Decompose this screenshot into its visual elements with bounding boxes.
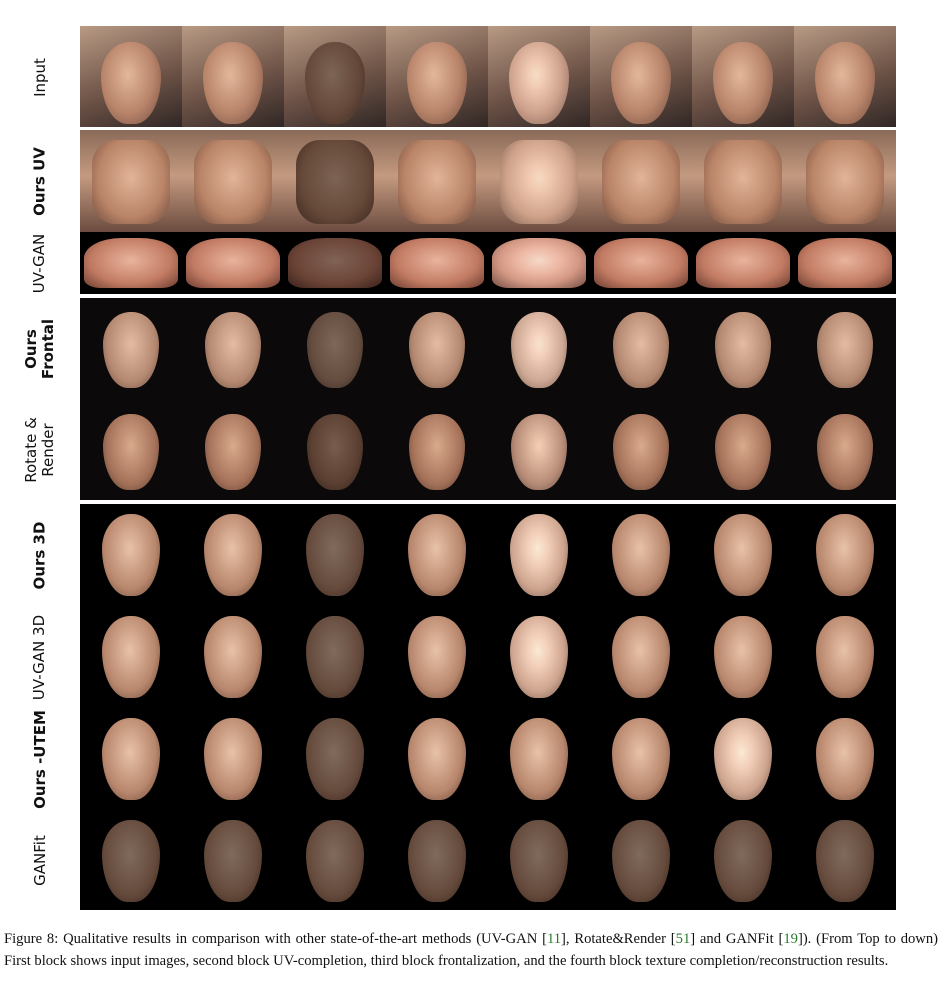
rotate-render-image [488, 400, 590, 500]
ganfit-image [590, 810, 692, 910]
uv-gan-image [794, 232, 896, 294]
uv-gan-3d-image [692, 606, 794, 708]
uv-map-image [488, 130, 590, 232]
row-label-ganfit: GANFit [30, 834, 49, 886]
ours-utem-image [182, 708, 284, 810]
uv-gan-3d-image [794, 606, 896, 708]
row-label-uv-gan-3d: UV-GAN 3D [30, 614, 49, 700]
rotate-render-image [590, 400, 692, 500]
ours-3d-image [284, 504, 386, 606]
row-label-uv-gan: UV-GAN [30, 233, 49, 293]
uv-map-image [794, 130, 896, 232]
row-label-ours-frontal: Ours Frontal [22, 318, 57, 380]
input-image [590, 26, 692, 128]
block-separator [80, 500, 896, 503]
row-ours-utem [80, 708, 896, 810]
input-image [80, 26, 182, 128]
frontal-image [692, 298, 794, 400]
input-image [488, 26, 590, 128]
uv-map-image [284, 130, 386, 232]
rotate-render-image [794, 400, 896, 500]
row-label-ours-uv: Ours UV [30, 146, 49, 216]
frontal-image [488, 298, 590, 400]
uv-gan-image [488, 232, 590, 294]
input-image [386, 26, 488, 128]
ours-utem-image [590, 708, 692, 810]
ganfit-image [794, 810, 896, 910]
row-ours-uv [80, 130, 896, 232]
input-image [182, 26, 284, 128]
rotate-render-image [386, 400, 488, 500]
uv-map-image [386, 130, 488, 232]
figure-caption: Figure 8: Qualitative results in compari… [4, 931, 938, 969]
ganfit-image [692, 810, 794, 910]
frontal-image [590, 298, 692, 400]
ours-3d-image [590, 504, 692, 606]
rotate-render-image [182, 400, 284, 500]
uv-gan-3d-image [386, 606, 488, 708]
block-separator [80, 295, 896, 298]
ours-utem-image [488, 708, 590, 810]
row-label-input: Input [30, 57, 49, 97]
block-separator [80, 127, 896, 130]
frontal-image [386, 298, 488, 400]
reference-link[interactable]: 19 [783, 931, 798, 947]
frontal-image [794, 298, 896, 400]
row-uv-gan-3d [80, 606, 896, 708]
uv-map-image [182, 130, 284, 232]
row-input [80, 26, 896, 128]
frontal-image [284, 298, 386, 400]
uv-gan-3d-image [182, 606, 284, 708]
uv-map-image [692, 130, 794, 232]
uv-gan-image [386, 232, 488, 294]
ours-3d-image [488, 504, 590, 606]
row-label-ours-3d: Ours 3D [30, 521, 49, 589]
ours-utem-image [284, 708, 386, 810]
ganfit-image [284, 810, 386, 910]
input-image [692, 26, 794, 128]
ours-utem-image [80, 708, 182, 810]
row-ours-frontal [80, 298, 896, 400]
ganfit-image [182, 810, 284, 910]
row-ours-3d [80, 504, 896, 606]
ours-utem-image [386, 708, 488, 810]
uv-gan-image [80, 232, 182, 294]
ours-3d-image [692, 504, 794, 606]
row-label-rotate-render: Rotate & Render [22, 417, 57, 483]
uv-map-image [80, 130, 182, 232]
row-ganfit [80, 810, 896, 910]
uv-map-image [590, 130, 692, 232]
uv-gan-3d-image [284, 606, 386, 708]
ours-3d-image [386, 504, 488, 606]
ganfit-image [80, 810, 182, 910]
ours-3d-image [794, 504, 896, 606]
reference-link[interactable]: 11 [546, 931, 562, 947]
reference-link[interactable]: 51 [675, 931, 691, 947]
frontal-image [182, 298, 284, 400]
uv-gan-image [590, 232, 692, 294]
row-rotate-render [80, 400, 896, 500]
ours-3d-image [182, 504, 284, 606]
row-uv-gan [80, 232, 896, 294]
uv-gan-image [692, 232, 794, 294]
row-label-ours-utem: Ours -UTEM [30, 709, 49, 809]
uv-gan-image [182, 232, 284, 294]
rotate-render-image [80, 400, 182, 500]
uv-gan-3d-image [80, 606, 182, 708]
uv-gan-3d-image [488, 606, 590, 708]
rotate-render-image [284, 400, 386, 500]
frontal-image [80, 298, 182, 400]
uv-gan-image [284, 232, 386, 294]
rotate-render-image [692, 400, 794, 500]
ours-utem-image [794, 708, 896, 810]
uv-gan-3d-image [590, 606, 692, 708]
ganfit-image [386, 810, 488, 910]
input-image [284, 26, 386, 128]
input-image [794, 26, 896, 128]
ours-3d-image [80, 504, 182, 606]
ours-utem-image [692, 708, 794, 810]
ganfit-image [488, 810, 590, 910]
